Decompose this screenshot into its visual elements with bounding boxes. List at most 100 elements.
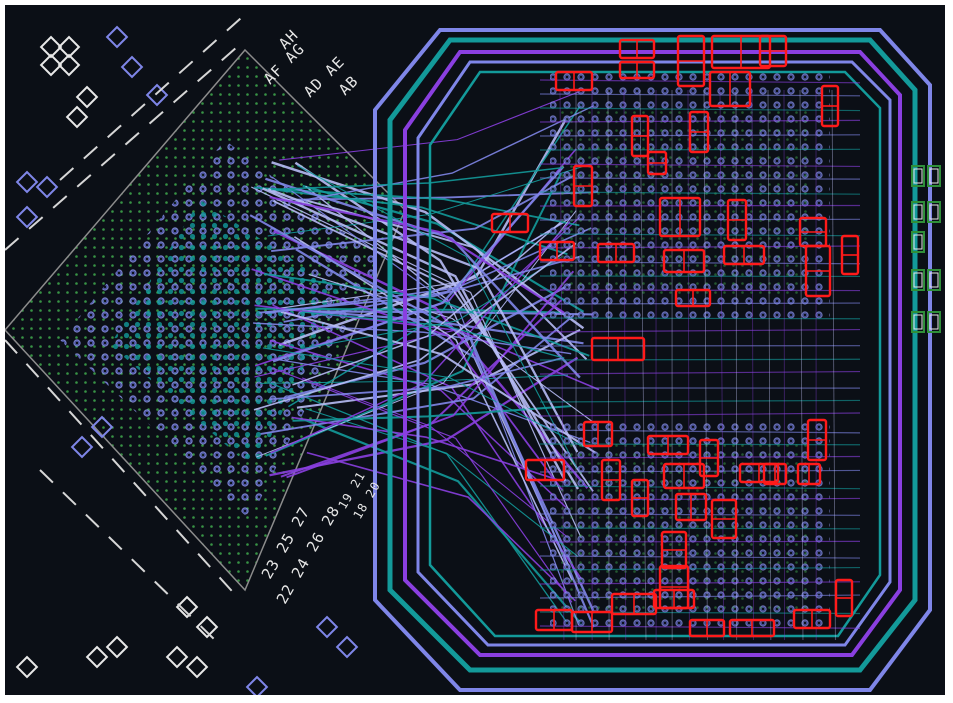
- smd-pad: [39, 35, 63, 59]
- fanout-trace: [256, 210, 577, 458]
- bus-trace: [539, 79, 861, 84]
- bus-trace: [539, 594, 861, 599]
- fanout-trace: [279, 91, 579, 161]
- bus-trace: [539, 177, 861, 180]
- bus-trace: [539, 191, 861, 195]
- bus-trace: [539, 317, 861, 320]
- bus-trace: [539, 107, 861, 112]
- edge-component: [911, 201, 925, 223]
- edge-component: [927, 269, 941, 291]
- smd-pad: [35, 175, 59, 199]
- fanout-trace: [286, 270, 575, 479]
- bus-trace: [735, 89, 738, 641]
- smd-pad: [185, 655, 209, 679]
- edge-component: [927, 165, 941, 187]
- octagon-routing: [373, 28, 932, 692]
- fanout-trace: [306, 451, 576, 602]
- bus-trace: [539, 566, 861, 571]
- bus-trace: [539, 358, 861, 361]
- fanout-trace: [250, 186, 583, 539]
- bus-trace: [539, 328, 861, 333]
- smd-pad: [15, 205, 39, 229]
- bus-trace: [623, 89, 627, 641]
- fanout-trace: [269, 357, 562, 401]
- fanout-trace: [272, 367, 573, 603]
- edge-component: [911, 269, 925, 291]
- bus-trace: [539, 134, 861, 137]
- edge-component-pad: [929, 168, 939, 184]
- edge-component: [911, 311, 925, 333]
- fanout-trace: [262, 187, 567, 482]
- bus-trace: [539, 399, 861, 403]
- edge-component-pad: [929, 272, 939, 288]
- bus-trace: [539, 302, 861, 305]
- bus-trace: [539, 497, 861, 501]
- smd-pad: [57, 35, 81, 59]
- fanout-trace: [291, 416, 569, 484]
- fanout-trace: [304, 418, 583, 626]
- bus-trace: [539, 119, 861, 123]
- fanout-trace: [265, 177, 581, 379]
- silk-row-ad-ae: AD AE: [300, 53, 348, 101]
- fanout-trace: [269, 196, 565, 314]
- bus-trace: [539, 148, 861, 151]
- bus-trace: [539, 555, 861, 559]
- smd-pad: [85, 645, 109, 669]
- bus-trace: [799, 89, 804, 641]
- smd-pad: [120, 55, 144, 79]
- fanout-trace: [305, 408, 579, 557]
- bus-trace: [719, 89, 725, 641]
- edge-component-pad: [913, 204, 923, 220]
- fanout-trace: [296, 165, 578, 469]
- bus-trace: [539, 163, 861, 168]
- edge-component: [911, 165, 925, 187]
- bus-trace: [767, 89, 772, 641]
- fanout-trace: [292, 221, 562, 386]
- bus-trace: [539, 513, 861, 516]
- bga-package-left: [5, 48, 406, 592]
- smd-pad: [245, 675, 269, 695]
- edge-component: [927, 201, 941, 223]
- smd-pad: [15, 655, 39, 679]
- smd-pad: [175, 595, 199, 619]
- fanout-trace: [253, 242, 577, 411]
- bus-trace: [539, 429, 861, 434]
- bus-trace: [539, 527, 861, 530]
- edge-component-pad: [929, 314, 939, 330]
- smd-pad: [70, 435, 94, 459]
- peripheral-components: [5, 9, 941, 695]
- bus-trace: [751, 89, 754, 641]
- fanout-trace: [304, 256, 562, 349]
- smd-pad: [90, 415, 114, 439]
- fanout-trace: [302, 309, 584, 345]
- edge-component-pad: [913, 272, 923, 288]
- bus-trace: [539, 412, 861, 417]
- bus-trace: [639, 89, 647, 641]
- bus-trace: [831, 89, 836, 641]
- bus-trace: [539, 581, 861, 585]
- fanout-trace: [262, 347, 584, 448]
- smd-pad: [195, 615, 219, 639]
- smd-pad: [57, 53, 81, 77]
- fanout-trace: [280, 310, 597, 454]
- bus-trace: [539, 370, 861, 375]
- fanout-trace: [263, 272, 590, 357]
- edge-component-pad: [913, 168, 923, 184]
- smd-pad: [39, 53, 63, 77]
- edge-component: [927, 311, 941, 333]
- smd-pad: [315, 615, 339, 639]
- board-edge-line: [5, 339, 241, 641]
- edge-component-pad: [913, 314, 923, 330]
- fanout-trace: [260, 314, 575, 435]
- bus-trace: [703, 89, 708, 641]
- bus-trace: [687, 89, 690, 641]
- bus-trace: [539, 540, 861, 543]
- silk-row-ab: AB: [335, 72, 362, 99]
- fanout-trace: [259, 187, 580, 227]
- fanout-traces: [249, 91, 600, 628]
- fanout-trace: [255, 307, 562, 314]
- fanout-trace: [260, 374, 569, 384]
- smd-pad: [105, 635, 129, 659]
- bus-trace: [539, 93, 861, 97]
